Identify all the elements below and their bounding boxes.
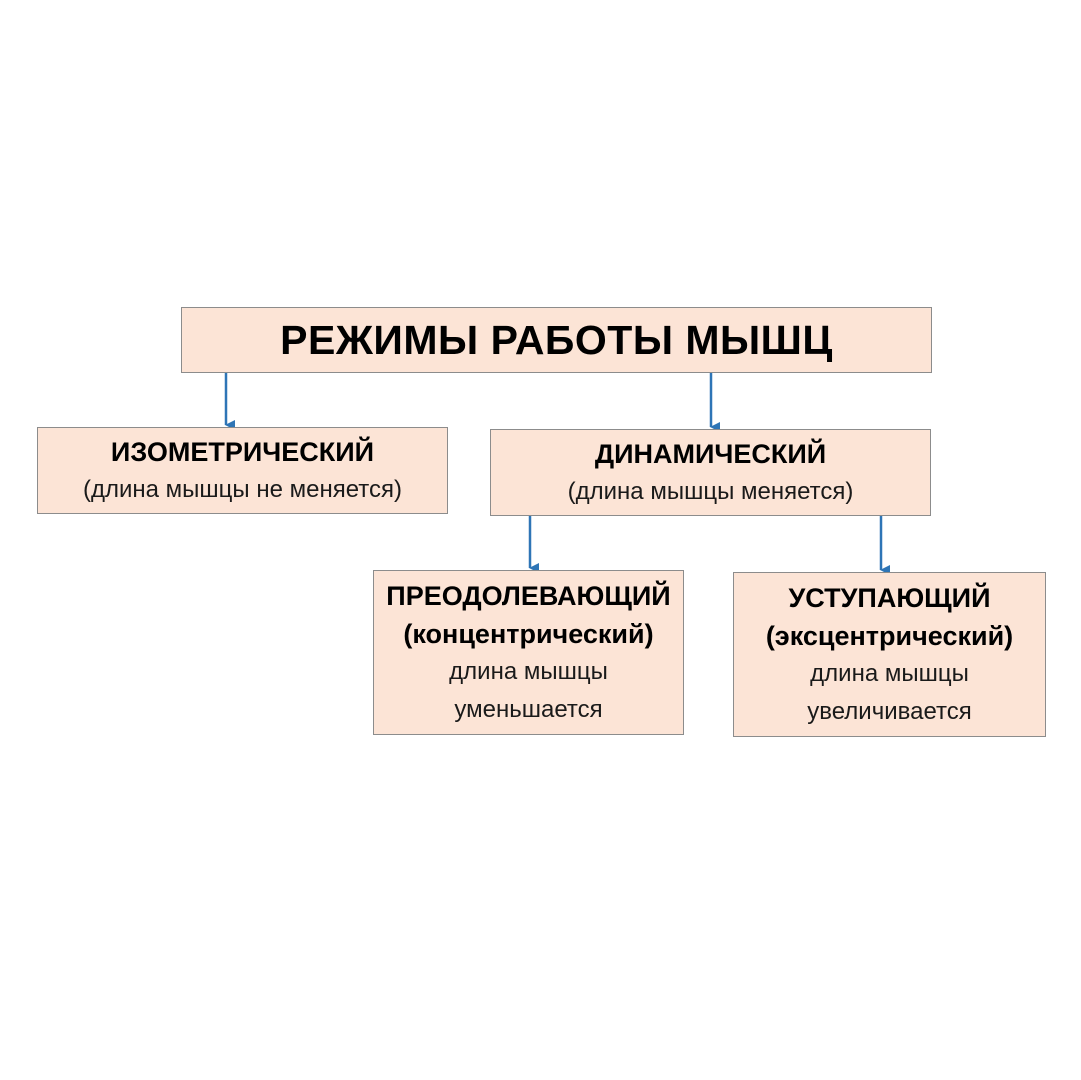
- concentric-description-line2: уменьшается: [454, 695, 603, 723]
- isometric-title: ИЗОМЕТРИЧЕСКИЙ: [110, 436, 375, 467]
- root-title: РЕЖИМЫ РАБОТЫ МЫШЦ: [280, 316, 833, 363]
- dynamic-description: (длина мышцы меняется): [567, 477, 854, 505]
- isometric-description: (длина мышцы не меняется): [83, 475, 402, 503]
- eccentric-description-line2: увеличивается: [807, 697, 972, 725]
- concentric-subtitle: (концентрический): [403, 618, 654, 649]
- concentric-box: ПРЕОДОЛЕВАЮЩИЙ (концентрический) длина м…: [373, 570, 684, 735]
- concentric-title: ПРЕОДОЛЕВАЮЩИЙ: [386, 580, 671, 611]
- isometric-box: ИЗОМЕТРИЧЕСКИЙ (длина мышцы не меняется): [37, 427, 448, 514]
- concentric-description-line1: длина мышцы: [449, 657, 608, 685]
- dynamic-box: ДИНАМИЧЕСКИЙ (длина мышцы меняется): [490, 429, 931, 516]
- root-box: РЕЖИМЫ РАБОТЫ МЫШЦ: [181, 307, 932, 373]
- eccentric-box: УСТУПАЮЩИЙ (эксцентрический) длина мышцы…: [733, 572, 1046, 737]
- eccentric-title: УСТУПАЮЩИЙ: [788, 582, 991, 613]
- eccentric-subtitle: (эксцентрический): [765, 620, 1014, 651]
- eccentric-description-line1: длина мышцы: [810, 659, 969, 687]
- dynamic-title: ДИНАМИЧЕСКИЙ: [594, 438, 827, 469]
